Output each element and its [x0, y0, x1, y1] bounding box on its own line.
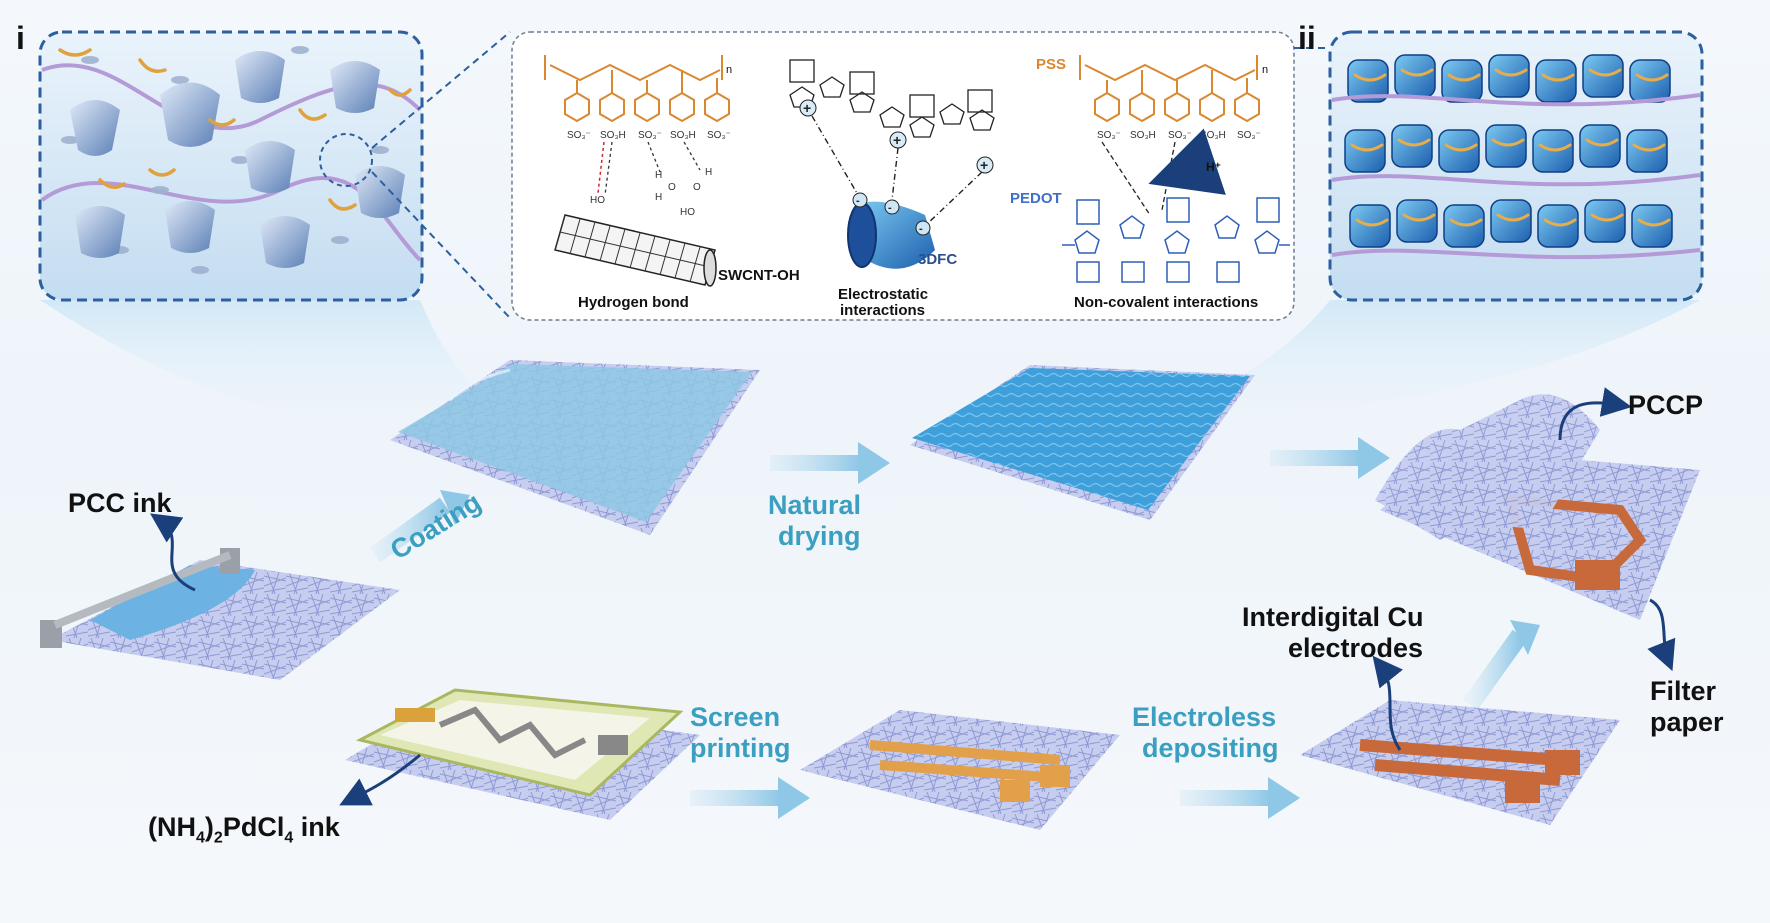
- pd-ink-prefix: (NH: [148, 812, 196, 842]
- arrow-coating: [369, 490, 470, 563]
- printed-pd-substrate: [800, 710, 1120, 830]
- hplus-label: H⁺: [1206, 160, 1221, 174]
- svg-text:SO₃⁻: SO₃⁻: [1097, 130, 1121, 141]
- pointer-pccp: [1558, 387, 1632, 441]
- svg-text:SO₃⁻: SO₃⁻: [707, 130, 731, 141]
- pd-ink-mid: ): [204, 812, 214, 842]
- screen-printing-label-1: Screen: [690, 702, 781, 732]
- electroless-label-1: Electroless: [1132, 702, 1277, 732]
- electrostatic-label-1: Electrostatic: [838, 286, 929, 303]
- svg-text:-: -: [856, 195, 860, 207]
- svg-text:HO: HO: [680, 207, 695, 218]
- swcnt-tube: [554, 214, 717, 287]
- svg-text:O: O: [668, 182, 676, 193]
- subscript-n-right: n: [1262, 64, 1269, 76]
- pccp-substrate: [1375, 394, 1700, 620]
- pd-ink-sub-2: 2: [213, 829, 223, 847]
- pointer-filter: [1647, 598, 1676, 672]
- pd-ink-sub-1: 4: [196, 829, 205, 847]
- arrow-electroless: [1180, 777, 1300, 819]
- pd-ink-sub-3: 4: [284, 829, 294, 847]
- svg-text:SO₃⁻: SO₃⁻: [567, 130, 591, 141]
- ink-coating-start: [40, 548, 400, 680]
- electrostatic-label-2: interactions: [840, 302, 926, 319]
- svg-text:+: +: [893, 132, 901, 148]
- panel-i-letter: i: [16, 20, 25, 56]
- svg-text:SO₃H: SO₃H: [600, 130, 626, 141]
- coated-substrate: [390, 360, 760, 535]
- pd-ink-label: (NH4)2PdCl4 ink: [148, 812, 340, 847]
- svg-text:SO₃H: SO₃H: [1130, 130, 1156, 141]
- svg-text:H: H: [655, 192, 662, 203]
- svg-text:SO₃⁻: SO₃⁻: [638, 130, 662, 141]
- screen-printing-stencil: [345, 688, 700, 820]
- svg-text:SO₃⁻: SO₃⁻: [1237, 130, 1261, 141]
- svg-text:O: O: [693, 182, 701, 193]
- filter-paper-label-1: Filter: [1650, 676, 1717, 706]
- panel-i: [38, 30, 424, 302]
- pointer-pd-ink: [339, 753, 421, 806]
- panel-ii: [1328, 30, 1704, 302]
- dfc-cup: - - -: [847, 192, 935, 269]
- interdigital-label-2: electrodes: [1288, 633, 1424, 663]
- svg-text:-: -: [888, 202, 892, 214]
- svg-text:SO₃H: SO₃H: [670, 130, 696, 141]
- pd-ink-main: PdCl: [222, 812, 285, 842]
- arrow-natural-drying: [770, 442, 890, 484]
- screen-printing-label-2: printing: [690, 733, 791, 763]
- pcc-ink-label: PCC ink: [68, 488, 172, 518]
- svg-text:SO₃H: SO₃H: [1200, 130, 1226, 141]
- dried-substrate: [910, 365, 1255, 520]
- cu-electrode-substrate: [1300, 700, 1620, 825]
- hydrogen-bond-label: Hydrogen bond: [578, 294, 689, 311]
- svg-text:SO₃⁻: SO₃⁻: [1168, 130, 1192, 141]
- pccp-label: PCCP: [1628, 390, 1704, 420]
- pss-label: PSS: [1036, 56, 1067, 73]
- filter-paper-label-2: paper: [1650, 707, 1724, 737]
- arrow-to-pccp: [1270, 437, 1390, 479]
- interdigital-label-1: Interdigital Cu: [1242, 602, 1424, 632]
- natural-drying-label-1: Natural: [768, 490, 862, 520]
- glow-beam-left: [40, 300, 560, 430]
- pedot-label: PEDOT: [1010, 190, 1062, 207]
- arrow-screen-printing: [690, 777, 810, 819]
- svg-text:+: +: [803, 100, 811, 116]
- noncovalent-label: Non-covalent interactions: [1074, 294, 1259, 311]
- panel-ii-letter: ii: [1298, 20, 1316, 56]
- pointer-cu: [1372, 655, 1403, 751]
- svg-text:-: -: [919, 223, 923, 235]
- svg-text:+: +: [980, 157, 988, 173]
- swcnt-label: SWCNT-OH: [718, 267, 800, 284]
- electroless-label-2: depositing: [1142, 733, 1279, 763]
- natural-drying-label-2: drying: [778, 521, 861, 551]
- dfc-label: 3DFC: [918, 251, 958, 268]
- subscript-n-left: n: [726, 64, 733, 76]
- pointer-pcc-ink: [150, 513, 196, 592]
- pd-ink-suffix: ink: [293, 812, 340, 842]
- arrow-up-to-pccp: [1462, 620, 1540, 711]
- svg-text:H: H: [655, 170, 662, 181]
- svg-text:H: H: [705, 167, 712, 178]
- svg-text:HO: HO: [590, 195, 605, 206]
